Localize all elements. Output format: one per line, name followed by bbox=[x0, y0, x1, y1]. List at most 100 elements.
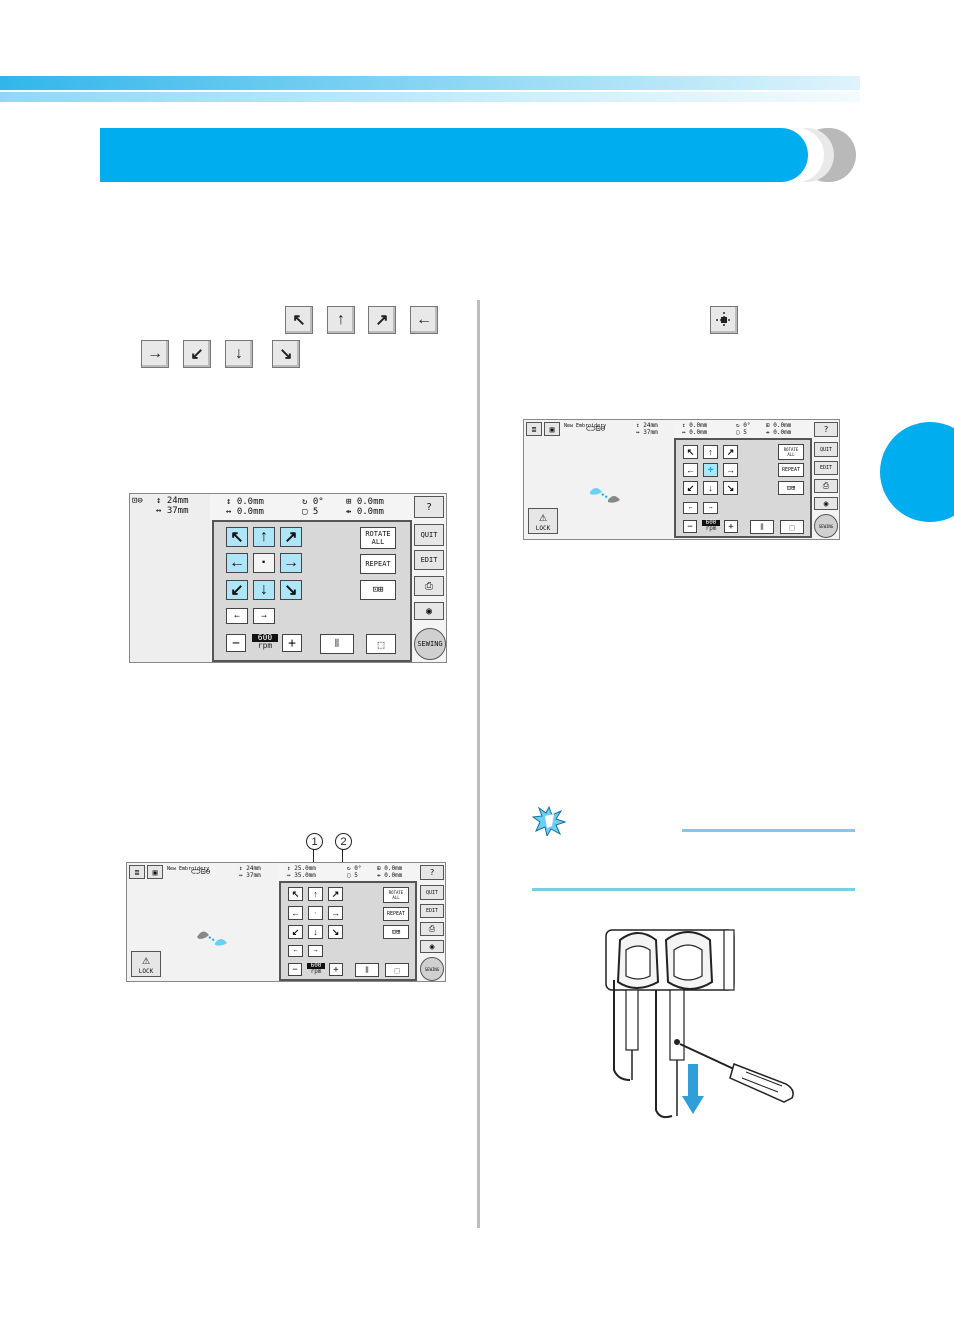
trial-right-button[interactable]: ⟶ bbox=[308, 945, 323, 957]
space-horizontal: 0.0mm bbox=[773, 429, 792, 436]
angle-readout: ↻ 0° ▢ 5 bbox=[736, 422, 751, 436]
arrow-btn-up-right[interactable]: ↗ bbox=[328, 887, 343, 901]
pos-horizontal: 0.0mm bbox=[689, 429, 708, 436]
trial-left-button[interactable]: ⟵ bbox=[288, 945, 303, 957]
center-point-icon: + bbox=[707, 464, 714, 476]
arrow-left-icon: ← bbox=[291, 908, 300, 918]
help-button[interactable]: ? bbox=[420, 865, 444, 880]
list-icon[interactable]: ≣ bbox=[129, 865, 145, 879]
speed-plus-button[interactable]: + bbox=[724, 520, 738, 533]
speed-minus-button[interactable]: − bbox=[288, 963, 302, 976]
edit-button[interactable]: EDIT bbox=[814, 461, 838, 475]
help-button[interactable]: ? bbox=[414, 496, 444, 518]
arrow-btn-up-left[interactable]: ↖ bbox=[683, 445, 698, 459]
lock-button[interactable]: ⚠ LOCK bbox=[131, 951, 161, 977]
image-icon[interactable]: ▣ bbox=[147, 865, 163, 879]
list-icon[interactable]: ≣ bbox=[526, 422, 542, 436]
thread-table-button[interactable]: ⊡⊞ bbox=[383, 925, 409, 939]
arrow-btn-down-left[interactable]: ↙ bbox=[288, 925, 303, 939]
section-title-banner bbox=[100, 128, 808, 182]
presser-foot-button[interactable]: ⫼ bbox=[320, 634, 354, 654]
speed-minus-button[interactable]: − bbox=[683, 520, 697, 533]
sewing-button[interactable]: SEWING bbox=[420, 957, 444, 981]
thread-table-button[interactable]: ⊡⊞ bbox=[360, 580, 396, 600]
repeat-button[interactable]: REPEAT bbox=[383, 907, 409, 921]
arrow-btn-right[interactable]: → bbox=[280, 553, 302, 573]
arrow-up-left-icon: ↖ bbox=[686, 446, 695, 457]
arrow-up-right-key: ↗ bbox=[368, 306, 396, 334]
arrow-btn-down[interactable]: ↓ bbox=[703, 481, 718, 495]
edit-button[interactable]: EDIT bbox=[420, 904, 444, 918]
memory-button[interactable]: ⎙ bbox=[414, 576, 444, 596]
bobbin-button[interactable]: ◉ bbox=[814, 497, 838, 510]
arrow-btn-up-left[interactable]: ↖ bbox=[226, 527, 248, 547]
arrow-btn-left[interactable]: ← bbox=[226, 553, 248, 573]
center-btn[interactable]: · bbox=[253, 553, 275, 573]
arrow-btn-right[interactable]: → bbox=[723, 463, 738, 477]
bobbin-button[interactable]: ◉ bbox=[414, 602, 444, 620]
arrow-btn-up[interactable]: ↑ bbox=[703, 445, 718, 459]
arrow-up-right-icon: ↗ bbox=[726, 446, 735, 457]
arrow-btn-left[interactable]: ← bbox=[288, 906, 303, 920]
arrow-btn-up[interactable]: ↑ bbox=[253, 527, 275, 547]
arrow-btn-up-right[interactable]: ↗ bbox=[280, 527, 302, 547]
trial-frame-button[interactable]: ⬚ bbox=[366, 634, 396, 654]
rotate-all-button[interactable]: ROTATE ALL bbox=[360, 527, 396, 549]
arrow-btn-down[interactable]: ↓ bbox=[253, 580, 275, 600]
angle-readout: ↻ 0° ▢ 5 bbox=[302, 497, 324, 517]
arrow-down-left-icon: ↙ bbox=[686, 482, 695, 493]
memory-button[interactable]: ⎙ bbox=[420, 922, 444, 936]
image-icon[interactable]: ▣ bbox=[544, 422, 560, 436]
quit-button[interactable]: QUIT bbox=[814, 442, 838, 457]
new-embroidery-label: New Embroidery bbox=[564, 423, 607, 429]
arrow-up-icon: ↑ bbox=[337, 311, 345, 328]
center-btn[interactable]: · bbox=[308, 906, 323, 920]
rotate-all-button[interactable]: ROTATE ALL bbox=[778, 444, 804, 460]
arrow-down-right-icon: ↘ bbox=[279, 346, 293, 363]
speed-plus-button[interactable]: + bbox=[329, 963, 343, 976]
sewing-button[interactable]: SEWING bbox=[814, 514, 838, 538]
arrow-btn-up[interactable]: ↑ bbox=[308, 887, 323, 901]
speed-minus-button[interactable]: − bbox=[226, 634, 246, 652]
trial-right-button[interactable]: ⟶ bbox=[703, 502, 718, 514]
help-button[interactable]: ? bbox=[814, 422, 838, 437]
trial-left-button[interactable]: ⟵ bbox=[683, 502, 698, 514]
repeat-button[interactable]: REPEAT bbox=[778, 463, 804, 477]
arrow-btn-up-left[interactable]: ↖ bbox=[288, 887, 303, 901]
arrow-up-right-icon: ↗ bbox=[284, 529, 298, 546]
arrow-btn-up-right[interactable]: ↗ bbox=[723, 445, 738, 459]
center-key bbox=[710, 306, 738, 334]
arrow-btn-right[interactable]: → bbox=[328, 906, 343, 920]
trial-right-button[interactable]: ⟶ bbox=[253, 608, 275, 624]
center-point-icon: · bbox=[261, 554, 267, 571]
trial-left-button[interactable]: ⟵ bbox=[226, 608, 248, 624]
trial-frame-button[interactable]: ⬚ bbox=[385, 963, 409, 977]
speed-plus-button[interactable]: + bbox=[282, 634, 302, 652]
quit-button[interactable]: QUIT bbox=[414, 524, 444, 546]
arrow-down-icon: ↓ bbox=[235, 345, 243, 362]
sewing-button[interactable]: SEWING bbox=[414, 628, 446, 660]
lock-label: LOCK bbox=[535, 525, 551, 532]
thread-table-button[interactable]: ⊡⊞ bbox=[778, 481, 804, 495]
bobbin-button[interactable]: ◉ bbox=[420, 940, 444, 953]
arrow-btn-down-left[interactable]: ↙ bbox=[226, 580, 248, 600]
lock-button[interactable]: ⚠ LOCK bbox=[528, 508, 558, 534]
presser-foot-button[interactable]: ⫼ bbox=[355, 963, 379, 977]
edit-button[interactable]: EDIT bbox=[414, 550, 444, 570]
center-btn[interactable]: + bbox=[703, 463, 718, 477]
arrow-btn-down[interactable]: ↓ bbox=[308, 925, 323, 939]
speed-unit: rpm bbox=[310, 968, 322, 975]
memory-button[interactable]: ⎙ bbox=[814, 479, 838, 493]
rotate-all-button[interactable]: ROTATE ALL bbox=[383, 887, 409, 903]
arrow-btn-down-right[interactable]: ↘ bbox=[328, 925, 343, 939]
arrow-down-icon: ↓ bbox=[313, 927, 318, 937]
arrow-btn-down-right[interactable]: ↘ bbox=[280, 580, 302, 600]
presser-foot-button[interactable]: ⫼ bbox=[750, 520, 774, 534]
quit-button[interactable]: QUIT bbox=[420, 885, 444, 900]
count-value: 5 bbox=[354, 872, 358, 879]
arrow-btn-down-left[interactable]: ↙ bbox=[683, 481, 698, 495]
repeat-button[interactable]: REPEAT bbox=[360, 554, 396, 574]
arrow-btn-left[interactable]: ← bbox=[683, 463, 698, 477]
trial-frame-button[interactable]: ⬚ bbox=[780, 520, 804, 534]
arrow-btn-down-right[interactable]: ↘ bbox=[723, 481, 738, 495]
